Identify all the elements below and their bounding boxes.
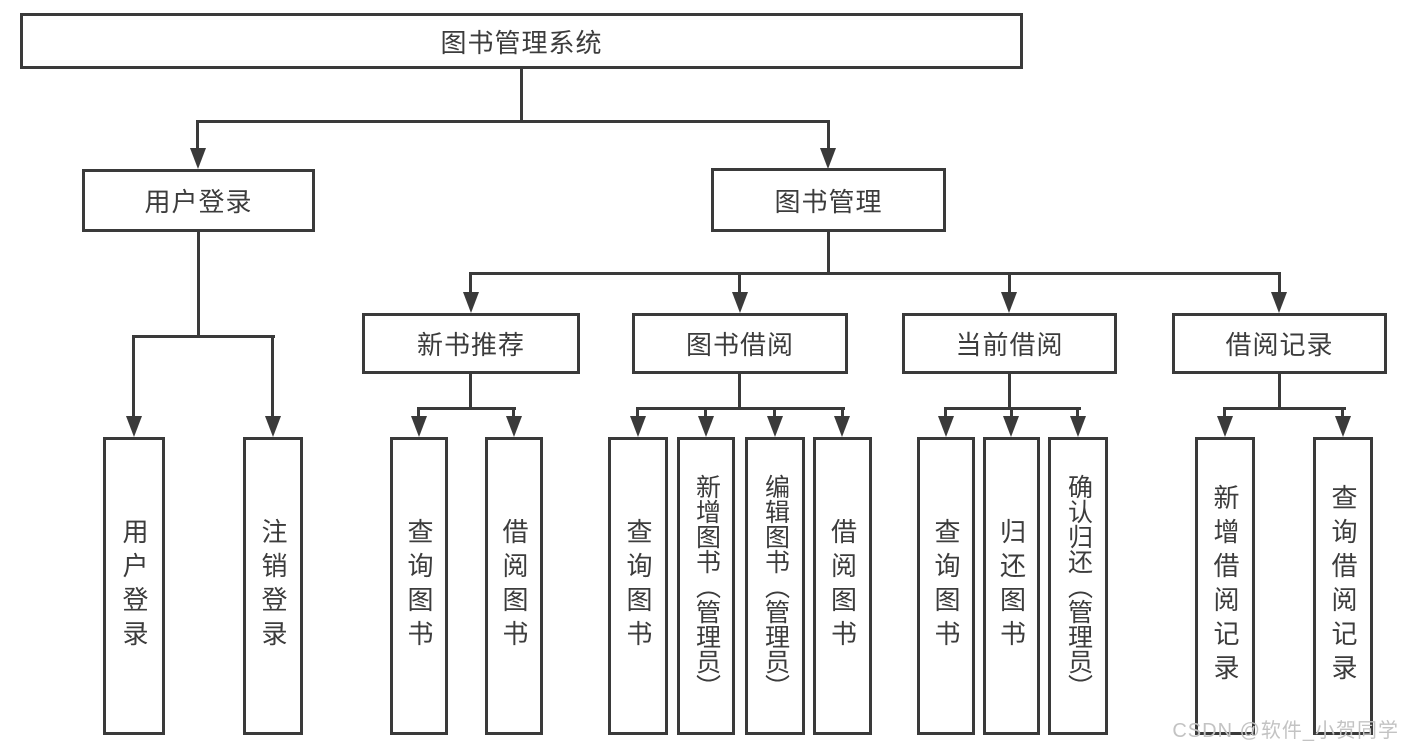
arrow-down-icon [820,148,836,169]
connector-line [196,120,830,123]
connector-line [271,335,274,418]
leaf-query-books-current: 查询图书 [917,437,975,735]
connector-line [132,335,275,338]
connector-line [827,120,830,151]
arrow-down-icon [463,292,479,313]
csdn-watermark: CSDN @软件_小贺同学 [1172,720,1399,742]
arrow-down-icon [630,416,646,437]
connector-line [841,407,844,418]
arrow-down-icon [732,292,748,313]
node-book-management: 图书管理 [711,168,946,232]
leaf-user-login: 用户登录 [103,437,165,735]
connector-line [1223,407,1226,418]
connector-line [417,407,420,418]
leaf-borrow-books: 借阅图书 [813,437,872,735]
connector-line [1008,374,1011,410]
leaf-add-books-admin: 新增图书（管理员） [677,437,735,735]
connector-line [469,272,472,294]
connector-line [827,232,830,275]
connector-line [417,407,516,410]
arrow-down-icon [265,416,281,437]
connector-line [469,374,472,410]
leaf-logout: 注销登录 [243,437,303,735]
arrow-down-icon [698,416,714,437]
connector-line [469,272,1281,275]
connector-line [196,120,199,151]
connector-line [512,407,515,418]
node-new-book-recommendation: 新书推荐 [362,313,580,374]
arrow-down-icon [126,416,142,437]
arrow-down-icon [834,416,850,437]
connector-line [636,407,639,418]
connector-line [520,69,523,123]
arrow-down-icon [938,416,954,437]
leaf-return-books: 归还图书 [983,437,1040,735]
connector-line [1076,407,1079,418]
arrow-down-icon [1001,292,1017,313]
leaf-query-books-borrowing: 查询图书 [608,437,668,735]
connector-line [1278,272,1281,294]
leaf-confirm-return-admin: 确认归还（管理员） [1048,437,1108,735]
node-user-login: 用户登录 [82,169,315,232]
connector-line [1010,407,1013,418]
arrow-down-icon [1217,416,1233,437]
connector-line [636,407,845,410]
arrow-down-icon [1335,416,1351,437]
arrow-down-icon [190,148,206,169]
arrow-down-icon [1271,292,1287,313]
connector-line [773,407,776,418]
leaf-borrow-books-recommend: 借阅图书 [485,437,543,735]
leaf-query-borrow-record: 查询借阅记录 [1313,437,1373,735]
node-book-borrowing: 图书借阅 [632,313,848,374]
connector-line [704,407,707,418]
connector-line [738,272,741,294]
connector-line [1223,407,1346,410]
node-library-management-system: 图书管理系统 [20,13,1023,69]
arrow-down-icon [1070,416,1086,437]
arrow-down-icon [506,416,522,437]
leaf-query-books-recommend: 查询图书 [390,437,448,735]
leaf-edit-books-admin: 编辑图书（管理员） [745,437,805,735]
connector-line [197,232,200,338]
node-current-borrowing: 当前借阅 [902,313,1117,374]
connector-line [1341,407,1344,418]
connector-line [132,335,135,418]
arrow-down-icon [1003,416,1019,437]
arrow-down-icon [767,416,783,437]
arrow-down-icon [411,416,427,437]
leaf-add-borrow-record: 新增借阅记录 [1195,437,1255,735]
connector-line [738,374,741,410]
connector-line [1278,374,1281,410]
connector-line [944,407,947,418]
node-borrowing-records: 借阅记录 [1172,313,1387,374]
connector-line [1008,272,1011,294]
